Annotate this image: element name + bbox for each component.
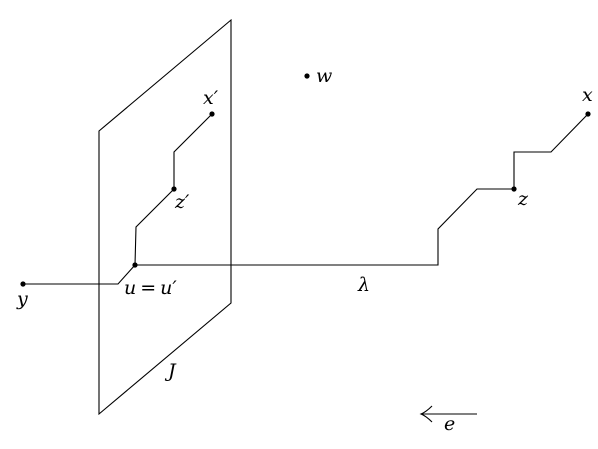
point-z <box>511 186 517 192</box>
point-z-prime <box>171 186 177 192</box>
label-y: y <box>16 288 28 310</box>
label-equals: = <box>140 277 156 299</box>
label-w: w <box>316 65 332 87</box>
label-z: z <box>517 188 529 210</box>
plane-J <box>98 18 232 416</box>
label-lambda: λ <box>357 274 370 296</box>
label-x: x <box>582 84 593 106</box>
label-u-prime: u′ <box>160 277 177 299</box>
label-x-prime: x′ <box>203 87 219 109</box>
label-u-equals-u-prime: u=u′ <box>124 277 177 299</box>
point-x-prime <box>209 111 215 117</box>
point-x <box>585 111 591 117</box>
point-y <box>20 281 26 287</box>
arrow-e-head <box>419 405 433 423</box>
path-y-to-u <box>23 264 136 285</box>
label-u: u <box>124 277 136 299</box>
label-z-prime: z′ <box>174 191 190 213</box>
point-u <box>132 262 138 268</box>
label-e: e <box>444 413 455 435</box>
path-lambda <box>135 113 589 266</box>
point-w <box>304 73 310 79</box>
label-J: J <box>164 360 177 382</box>
